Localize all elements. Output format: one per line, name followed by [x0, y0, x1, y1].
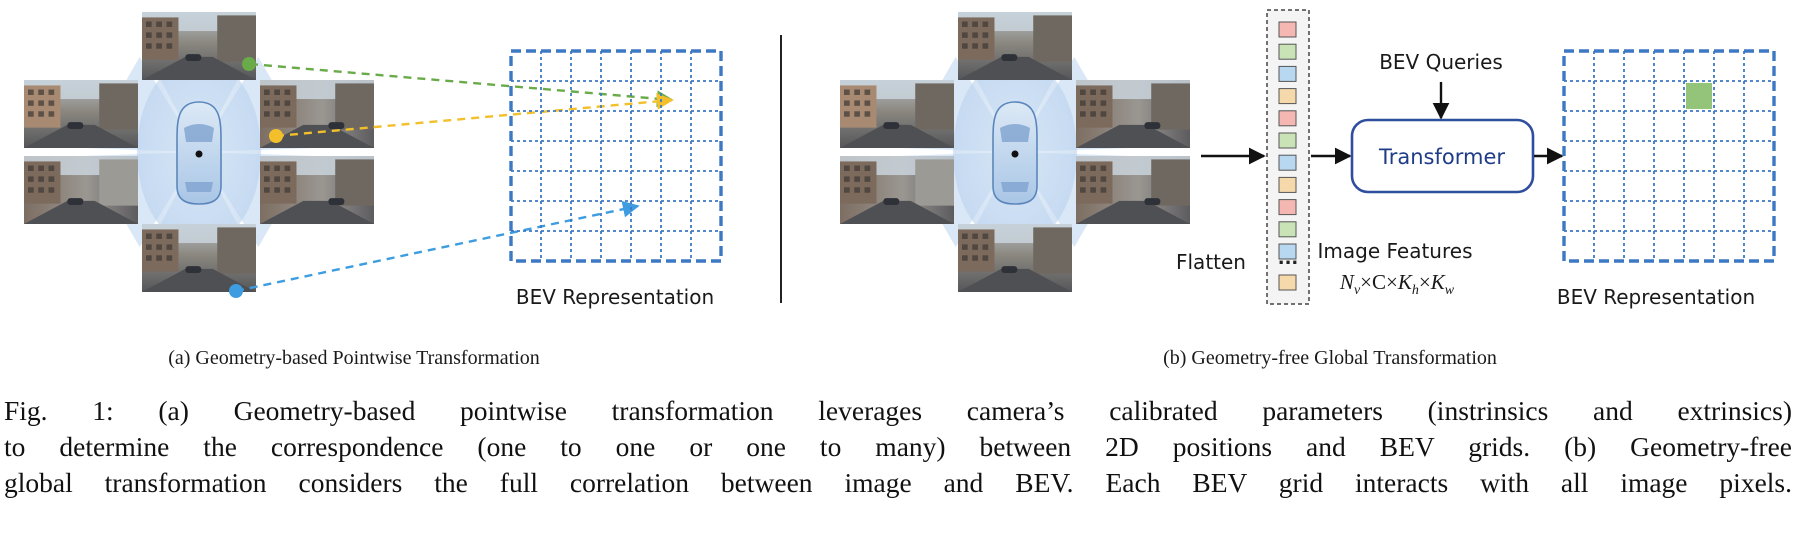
b-camera-front	[958, 12, 1072, 80]
b-camera-back	[958, 224, 1072, 292]
projection-arrow-yellow	[275, 93, 674, 138]
flatten-label: Flatten	[1176, 250, 1246, 274]
point-green	[242, 57, 256, 71]
b-ego-origin	[1011, 150, 1019, 158]
b-camera-back-right	[1076, 156, 1190, 224]
bev-label-b: BEV Representation	[1557, 285, 1755, 309]
dims-k1: K	[1397, 270, 1413, 294]
figure-caption: Fig. 1: (a) Geometry-based pointwise tra…	[4, 393, 1792, 501]
a-ego-origin	[195, 150, 203, 158]
feature-token	[1278, 110, 1297, 127]
feature-token-stack	[1278, 21, 1297, 291]
caption-line-1: Fig. 1: (a) Geometry-based pointwise tra…	[4, 395, 1792, 426]
b-ego-car	[992, 101, 1038, 205]
camera-rig-b	[840, 12, 1190, 292]
a-camera-back-left	[24, 156, 138, 224]
subcaption-b: (b) Geometry-free Global Transformation	[1163, 347, 1497, 369]
point-yellow	[269, 129, 283, 143]
caption-line-3: global transformation considers the full…	[4, 467, 1792, 498]
bev-grid-b-border	[1562, 49, 1776, 263]
transformer-box	[1350, 118, 1535, 194]
point-blue	[229, 284, 243, 298]
a-camera-front-left	[24, 80, 138, 148]
feature-token	[1278, 21, 1297, 38]
image-features-dims: Nv×C×Kh×Kw	[1339, 270, 1455, 298]
bev-grid-a-border	[509, 49, 723, 263]
a-camera-front	[142, 12, 256, 80]
feature-token	[1278, 132, 1297, 149]
dims-k1-sub: h	[1412, 283, 1419, 298]
feature-token	[1278, 221, 1297, 238]
a-camera-back	[142, 224, 256, 292]
image-feature-tokens: ...	[1266, 9, 1310, 305]
ellipsis: ...	[1278, 248, 1299, 269]
a-ego-car	[176, 101, 222, 205]
subcaption-a: (a) Geometry-based Pointwise Transformat…	[168, 347, 540, 369]
feature-token	[1278, 199, 1297, 216]
b-camera-back-left	[840, 156, 954, 224]
feature-token-last	[1278, 274, 1297, 291]
feature-token	[1278, 176, 1297, 193]
transformer-label: Transformer	[1378, 145, 1505, 169]
bev-queries-label: BEV Queries	[1379, 50, 1503, 74]
image-features-label: Image Features	[1318, 239, 1473, 263]
feature-token	[1278, 243, 1297, 260]
b-camera-front-right	[1076, 80, 1190, 148]
feature-token	[1278, 43, 1297, 60]
feature-token	[1278, 154, 1297, 171]
camera-rig-a	[24, 12, 374, 292]
feature-token	[1278, 65, 1297, 82]
bev-grid-b	[1562, 49, 1776, 263]
a-camera-back-right	[260, 156, 374, 224]
dims-k2: K	[1430, 270, 1446, 294]
dims-c: ×C×	[1360, 270, 1398, 294]
caption-line-2: to determine the correspondence (one to …	[4, 431, 1792, 462]
bev-grid-a	[509, 49, 723, 263]
bev-label-a: BEV Representation	[516, 285, 714, 309]
dims-n-sub: v	[1354, 283, 1361, 298]
feature-token	[1278, 88, 1297, 105]
dims-k2-sub: w	[1445, 283, 1455, 298]
dims-x: ×	[1419, 270, 1431, 294]
b-camera-front-left	[840, 80, 954, 148]
bev-grid-b-highlight-cell	[1686, 83, 1712, 109]
dims-n: N	[1339, 270, 1355, 294]
